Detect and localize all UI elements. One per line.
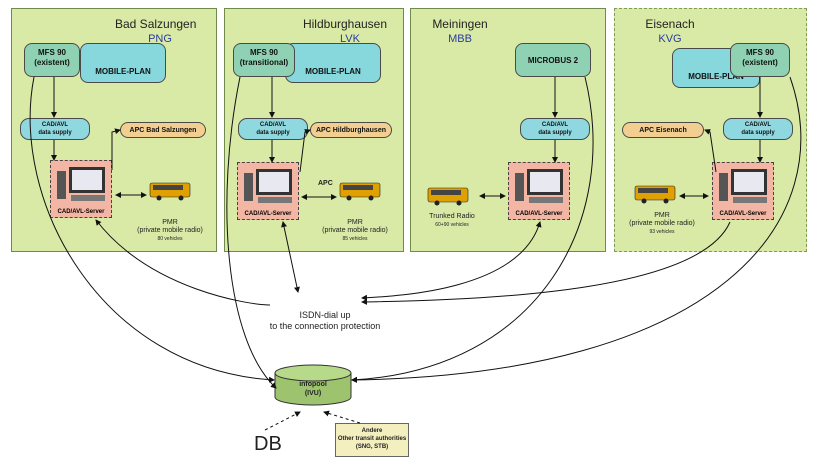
- microbus-box: MICROBUS 2: [515, 43, 591, 77]
- mfs-status: (transitional): [239, 58, 289, 67]
- panel-title: Meiningen: [432, 17, 488, 31]
- mobile-plan-box: MOBILE-PLAN: [285, 43, 381, 83]
- panel-abbr: MBB: [448, 33, 472, 45]
- mfs90-box: MFS 90(existent): [24, 43, 80, 77]
- mfs90-box: MFS 90(transitional): [233, 43, 295, 77]
- db-label: DB: [254, 433, 282, 455]
- panel-abbr: LVK: [340, 33, 360, 45]
- mfs90-box: MFS 90(existent): [730, 43, 790, 77]
- panel-title: Eisenach: [645, 17, 695, 31]
- infopool-vendor: (IVU): [304, 390, 322, 397]
- panel-title: Hildburghausen: [302, 17, 388, 31]
- isdn-line1: ISDN-dial up: [299, 310, 351, 320]
- panel-abbr: KVG: [658, 33, 682, 45]
- mobile-plan-box: MOBILE-PLAN: [80, 43, 166, 83]
- mfs-status: (existent): [34, 58, 70, 67]
- mfs-status: (existent): [742, 58, 778, 67]
- panel-title: Bad Salzungen: [115, 17, 197, 31]
- isdn-line2: to the connection protection: [269, 321, 381, 331]
- infopool-label: infopool (IVU): [275, 380, 351, 398]
- others-line1: Andere: [361, 428, 383, 434]
- panel-abbr: PNG: [148, 33, 172, 45]
- mfs-name: MFS 90: [249, 48, 278, 57]
- mfs-name: MFS 90: [745, 48, 774, 57]
- others-line2: Other transit authorities: [337, 436, 407, 442]
- mfs-name: MFS 90: [37, 48, 66, 57]
- others-line3: (SNG, STB): [355, 444, 389, 450]
- apc-label: APC: [318, 180, 333, 187]
- infopool-name: infopool: [299, 381, 327, 388]
